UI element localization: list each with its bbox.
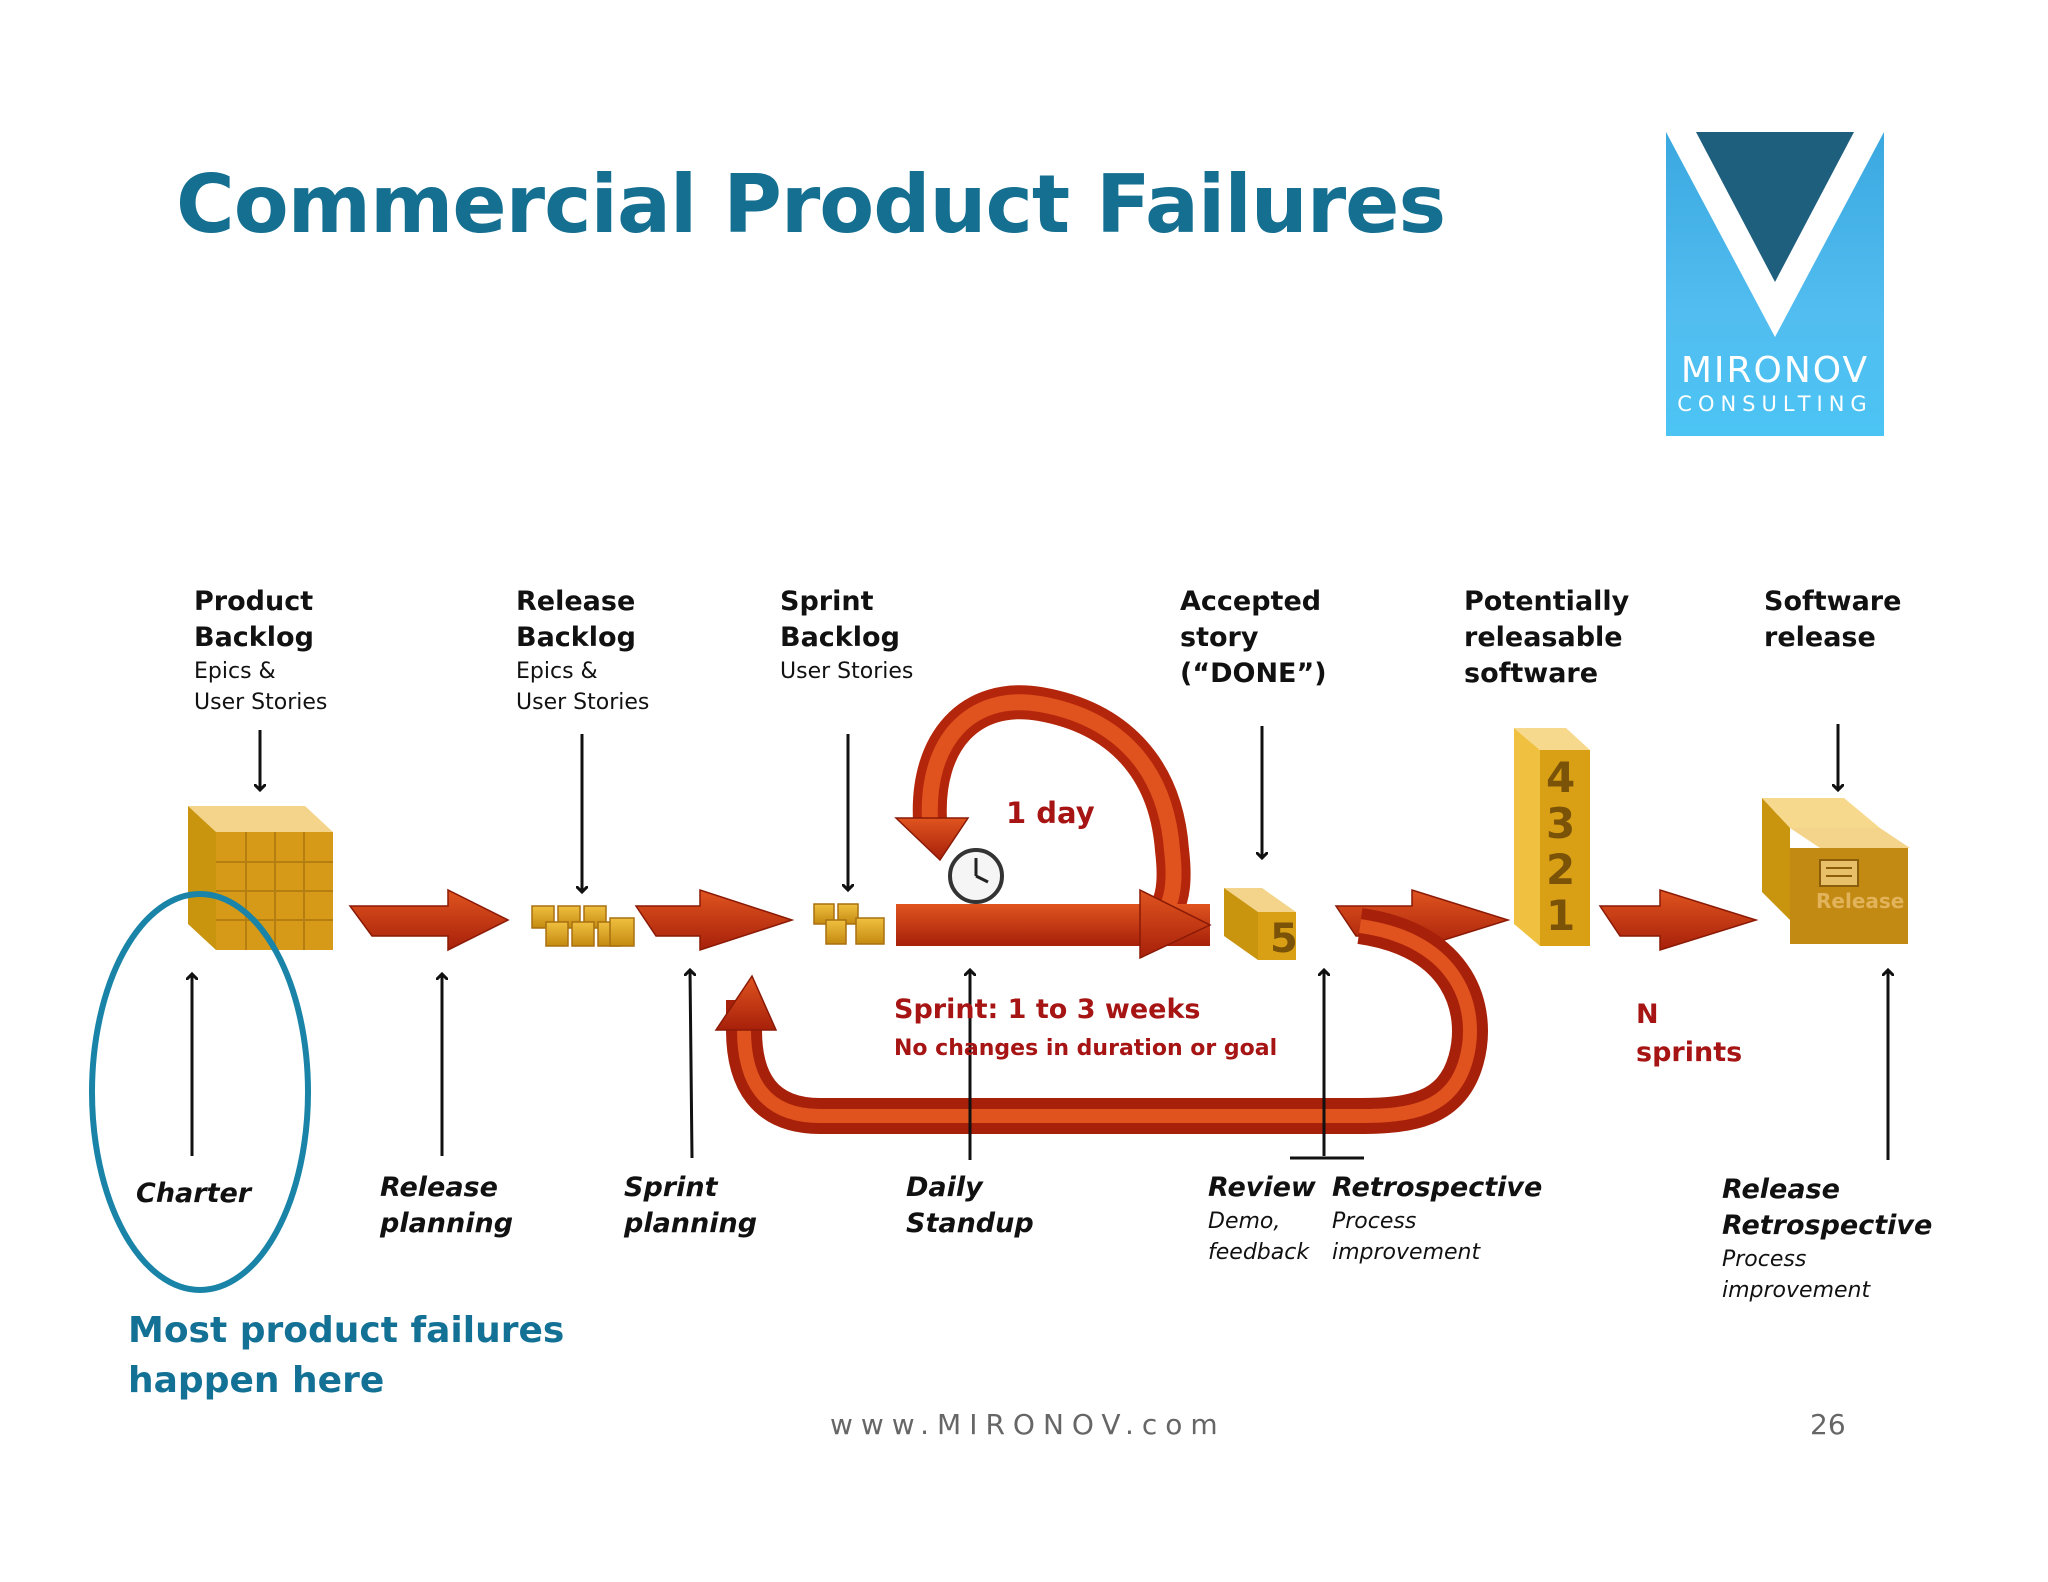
- label-sub: Epics &: [516, 659, 598, 684]
- event-sub: feedback: [1208, 1240, 1310, 1265]
- event-heading: Sprint: [624, 1172, 718, 1203]
- event-sub: Demo,: [1208, 1209, 1281, 1234]
- label-accepted-story: Accepted story (“DONE”): [1180, 584, 1327, 692]
- release-stack-digit: 4: [1546, 753, 1575, 802]
- event-review: Review Demo, feedback: [1208, 1170, 1316, 1268]
- label-heading: release: [1764, 622, 1876, 653]
- footer-url: www.MIRONOV.com: [830, 1408, 1226, 1441]
- event-heading: planning: [624, 1208, 758, 1239]
- label-heading: Software: [1764, 586, 1902, 617]
- label-heading: Backlog: [194, 622, 314, 653]
- arrow-right-icon: [1598, 888, 1759, 952]
- event-heading: Daily: [906, 1172, 983, 1203]
- event-retrospective: Retrospective Process improvement: [1332, 1170, 1542, 1268]
- label-sub: User Stories: [194, 690, 328, 715]
- release-box-label: Release: [1816, 889, 1904, 913]
- software-release-box-icon: [1762, 798, 1910, 944]
- charter-highlight-circle: [89, 891, 311, 1293]
- release-backlog-cubes-icon: [531, 905, 635, 947]
- event-heading: Review: [1208, 1172, 1316, 1203]
- label-software-release: Software release: [1764, 584, 1901, 656]
- pointer-arrows: [192, 724, 1888, 1160]
- event-release-planning: Release planning: [380, 1170, 513, 1242]
- sprint-duration-label: Sprint: 1 to 3 weeks: [894, 994, 1201, 1025]
- failure-callout-line: Most product failures: [128, 1310, 565, 1351]
- event-sprint-planning: Sprint planning: [624, 1170, 757, 1242]
- clock-icon: [948, 848, 1004, 904]
- sprint-loop-arrow-icon: [714, 908, 1488, 1134]
- label-potentially-releasable: Potentially releasable software: [1464, 584, 1629, 692]
- event-heading: Standup: [906, 1208, 1034, 1239]
- logo-sub: CONSULTING: [1677, 392, 1873, 416]
- page-number: 26: [1810, 1408, 1846, 1441]
- event-sub: improvement: [1332, 1240, 1481, 1265]
- label-heading: Backlog: [780, 622, 900, 653]
- release-stack-icon: [1514, 728, 1590, 946]
- logo-name: MIRONOV: [1680, 350, 1870, 391]
- event-sub: Process: [1332, 1209, 1417, 1234]
- event-heading: Release: [1722, 1174, 1840, 1205]
- label-heading: Product: [194, 586, 314, 617]
- label-heading: Accepted: [1180, 586, 1322, 617]
- sprint-duration-note: No changes in duration or goal: [894, 1036, 1278, 1061]
- event-daily-standup: Daily Standup: [906, 1170, 1034, 1242]
- daily-loop-arrow-icon: [894, 685, 1212, 960]
- label-release-backlog: Release Backlog Epics & User Stories: [516, 584, 649, 718]
- label-heading: Potentially: [1464, 586, 1630, 617]
- failure-callout: Most product failures happen here: [128, 1306, 564, 1406]
- label-heading: Backlog: [516, 622, 636, 653]
- label-sprint-backlog: Sprint Backlog User Stories: [780, 584, 913, 687]
- label-sub: Epics &: [194, 659, 276, 684]
- label-heading: (“DONE”): [1180, 658, 1327, 689]
- arrow-right-icon: [348, 888, 510, 952]
- n-sprints-label: N sprints: [1636, 996, 1742, 1072]
- event-release-retrospective: Release Retrospective Process improvemen…: [1722, 1172, 1932, 1306]
- event-heading: Retrospective: [1332, 1172, 1543, 1203]
- logo-v-icon: [1666, 132, 1884, 337]
- event-heading: Release: [380, 1172, 498, 1203]
- failure-callout-line: happen here: [128, 1360, 385, 1401]
- label-heading: Sprint: [780, 586, 874, 617]
- release-stack-digit: 2: [1546, 845, 1575, 894]
- sprint-backlog-cubes-icon: [813, 903, 885, 945]
- label-heading: story: [1180, 622, 1259, 653]
- label-heading: releasable: [1464, 622, 1623, 653]
- mironov-logo: MIRONOV CONSULTING: [1666, 132, 1884, 436]
- arrow-right-icon: [634, 888, 795, 952]
- accepted-story-cube-icon: [1224, 888, 1296, 960]
- n-sprints-line: N: [1636, 999, 1659, 1030]
- story-box-number: 5: [1270, 916, 1298, 962]
- label-sub: User Stories: [780, 659, 914, 684]
- event-sub: improvement: [1722, 1278, 1871, 1303]
- label-sub: User Stories: [516, 690, 650, 715]
- daily-cycle-label: 1 day: [1006, 796, 1095, 830]
- release-stack-digit: 1: [1546, 891, 1575, 940]
- n-sprints-line: sprints: [1636, 1037, 1743, 1068]
- event-charter: Charter: [136, 1176, 251, 1212]
- page-title: Commercial Product Failures: [176, 158, 1446, 251]
- release-stack-digit: 3: [1546, 799, 1575, 848]
- label-heading: Release: [516, 586, 636, 617]
- product-backlog-cube-icon: [188, 806, 333, 950]
- event-heading: planning: [380, 1208, 514, 1239]
- event-heading: Retrospective: [1722, 1210, 1933, 1241]
- event-heading: Charter: [136, 1178, 252, 1209]
- label-heading: software: [1464, 658, 1599, 689]
- label-product-backlog: Product Backlog Epics & User Stories: [194, 584, 327, 718]
- event-sub: Process: [1722, 1247, 1807, 1272]
